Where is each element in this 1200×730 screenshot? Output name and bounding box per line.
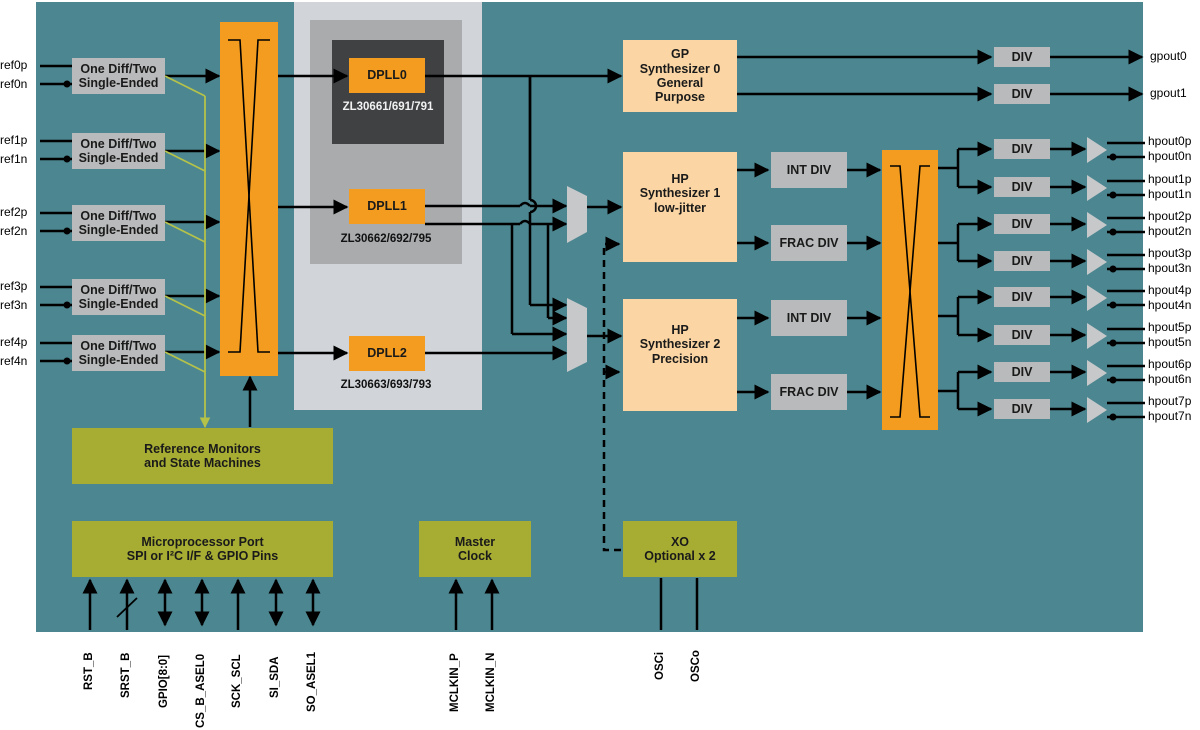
pin-osci: OSCi bbox=[654, 651, 666, 680]
pin-srst-b: SRST_B bbox=[120, 652, 132, 698]
pin-cs-b-asel0: CS_B_ASEL0 bbox=[195, 653, 207, 728]
pin-ref1p: ref1p bbox=[0, 133, 28, 147]
master-clock-block: Master Clock bbox=[419, 521, 531, 577]
int-div-2: INT DIV bbox=[771, 300, 847, 336]
div-hpout7: DIV bbox=[994, 399, 1050, 419]
pin-hpout3n: hpout3n bbox=[1148, 261, 1192, 275]
pin-hpout4p: hpout4p bbox=[1148, 283, 1192, 297]
div-hpout2: DIV bbox=[994, 214, 1050, 234]
pin-hpout2p: hpout2p bbox=[1148, 209, 1192, 223]
xo-block: XO Optional x 2 bbox=[623, 521, 737, 577]
div-hpout3: DIV bbox=[994, 251, 1050, 271]
pin-hpout2n: hpout2n bbox=[1148, 224, 1192, 238]
pin-ref0p: ref0p bbox=[0, 58, 28, 72]
pin-hpout7p: hpout7p bbox=[1148, 394, 1192, 408]
dpll0-part-number: ZL30661/691/791 bbox=[342, 101, 434, 113]
div-gpout0: DIV bbox=[994, 47, 1050, 67]
pin-hpout5p: hpout5p bbox=[1148, 320, 1192, 334]
frac-div-1: FRAC DIV bbox=[771, 225, 847, 261]
pin-gpout0: gpout0 bbox=[1150, 49, 1187, 63]
pin-hpout0p: hpout0p bbox=[1148, 134, 1192, 148]
pin-mclkin-p: MCLKIN_P bbox=[449, 653, 461, 712]
input-buffer-4: One Diff/Two Single-Ended bbox=[72, 335, 165, 371]
mux-hp2 bbox=[567, 298, 587, 372]
pin-osco: OSCo bbox=[690, 650, 702, 682]
frac-div-2: FRAC DIV bbox=[771, 374, 847, 410]
div-hpout0: DIV bbox=[994, 139, 1050, 159]
pin-hpout0n: hpout0n bbox=[1148, 149, 1192, 163]
pin-ref2p: ref2p bbox=[0, 205, 28, 219]
pin-ref3p: ref3p bbox=[0, 279, 28, 293]
dpll2-block: DPLL2 bbox=[349, 336, 425, 371]
pin-ref4p: ref4p bbox=[0, 335, 28, 349]
hp-synthesizer-1: HP Synthesizer 1 low-jitter bbox=[623, 152, 737, 262]
pin-ref0n: ref0n bbox=[0, 77, 28, 91]
pin-mclkin-n: MCLKIN_N bbox=[485, 652, 497, 712]
pin-si-sda: SI_SDA bbox=[269, 656, 281, 698]
input-buffer-1: One Diff/Two Single-Ended bbox=[72, 133, 165, 169]
mux-hp1 bbox=[567, 186, 587, 243]
pin-ref3n: ref3n bbox=[0, 298, 28, 312]
dpll1-block: DPLL1 bbox=[349, 189, 425, 224]
div-hpout4: DIV bbox=[994, 287, 1050, 307]
pin-rst-b: RST_B bbox=[83, 652, 95, 690]
div-hpout1: DIV bbox=[994, 177, 1050, 197]
pin-hpout3p: hpout3p bbox=[1148, 246, 1192, 260]
reference-monitors-block: Reference Monitors and State Machines bbox=[72, 428, 333, 484]
pin-ref4n: ref4n bbox=[0, 354, 28, 368]
pin-hpout6n: hpout6n bbox=[1148, 372, 1192, 386]
div-hpout5: DIV bbox=[994, 325, 1050, 345]
int-div-1: INT DIV bbox=[771, 152, 847, 188]
pin-sck-scl: SCK_SCL bbox=[231, 654, 243, 708]
pin-hpout4n: hpout4n bbox=[1148, 298, 1192, 312]
input-buffer-2: One Diff/Two Single-Ended bbox=[72, 205, 165, 241]
pin-ref2n: ref2n bbox=[0, 224, 28, 238]
pin-hpout6p: hpout6p bbox=[1148, 357, 1192, 371]
microprocessor-port-block: Microprocessor Port SPI or I²C I/F & GPI… bbox=[72, 521, 333, 577]
pin-hpout1n: hpout1n bbox=[1148, 187, 1192, 201]
pin-so-asel1: SO_ASEL1 bbox=[306, 651, 318, 712]
pin-ref1n: ref1n bbox=[0, 152, 28, 166]
pin-gpout1: gpout1 bbox=[1150, 86, 1187, 100]
hp-synthesizer-2: HP Synthesizer 2 Precision bbox=[623, 299, 737, 411]
pin-hpout1p: hpout1p bbox=[1148, 172, 1192, 186]
pin-hpout5n: hpout5n bbox=[1148, 335, 1192, 349]
pin-gpio: GPIO[8:0] bbox=[158, 654, 170, 708]
input-buffer-3: One Diff/Two Single-Ended bbox=[72, 279, 165, 315]
dpll1-part-number: ZL30662/692/795 bbox=[340, 233, 432, 245]
pin-hpout7n: hpout7n bbox=[1148, 409, 1192, 423]
div-hpout6: DIV bbox=[994, 362, 1050, 382]
dpll2-part-number: ZL30663/693/793 bbox=[340, 379, 432, 391]
input-buffer-0: One Diff/Two Single-Ended bbox=[72, 58, 165, 94]
div-gpout1: DIV bbox=[994, 84, 1050, 104]
gp-synthesizer-0: GP Synthesizer 0 General Purpose bbox=[623, 40, 737, 112]
dpll0-block: DPLL0 bbox=[349, 58, 425, 93]
